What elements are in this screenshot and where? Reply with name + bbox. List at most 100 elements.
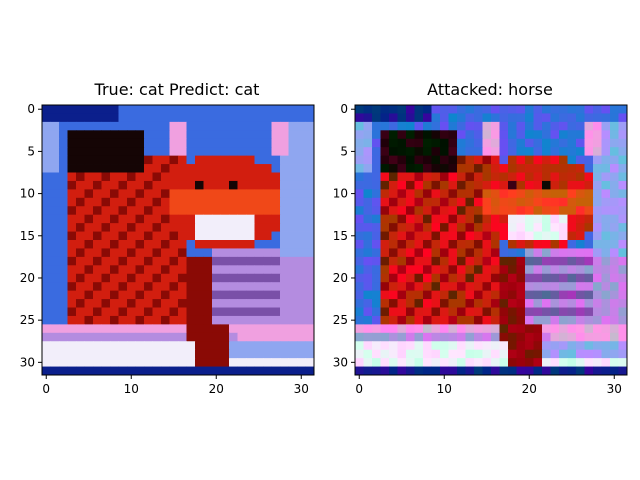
image-pixel: [508, 290, 517, 300]
image-pixel: [414, 324, 424, 334]
image-pixel: [229, 113, 238, 123]
image-pixel: [491, 349, 500, 359]
image-pixel: [550, 256, 560, 266]
image-pixel: [288, 197, 298, 207]
image-pixel: [355, 349, 364, 359]
image-pixel: [448, 164, 458, 173]
image-pixel: [93, 282, 102, 292]
image-pixel: [50, 324, 60, 334]
image-pixel: [533, 214, 543, 224]
image-pixel: [203, 315, 213, 325]
image-pixel: [152, 197, 162, 207]
image-pixel: [601, 273, 611, 283]
image-pixel: [161, 223, 170, 232]
image-pixel: [525, 206, 534, 216]
image-pixel: [567, 358, 577, 367]
image-pixel: [212, 113, 221, 123]
image-pixel: [220, 223, 230, 232]
image-pixel: [559, 358, 568, 367]
image-pixel: [135, 206, 145, 216]
image-pixel: [448, 315, 458, 325]
image-pixel: [499, 358, 509, 367]
image-pixel: [110, 366, 119, 376]
image-pixel: [423, 164, 432, 173]
image-pixel: [169, 332, 179, 342]
image-pixel: [584, 138, 594, 148]
image-pixel: [237, 172, 247, 182]
image-pixel: [584, 341, 594, 351]
image-pixel: [465, 248, 475, 258]
image-pixel: [246, 147, 255, 157]
image-pixel: [50, 223, 60, 232]
image-pixel: [195, 332, 204, 342]
image-pixel: [584, 214, 594, 224]
image-pixel: [118, 349, 128, 359]
image-pixel: [186, 113, 196, 123]
image-pixel: [67, 180, 77, 190]
image-pixel: [431, 332, 441, 342]
image-pixel: [203, 113, 213, 123]
image-pixel: [288, 248, 298, 258]
image-pixel: [144, 366, 153, 376]
image-pixel: [59, 113, 68, 123]
image-pixel: [84, 240, 94, 249]
image-pixel: [474, 138, 483, 148]
image-pixel: [550, 121, 560, 131]
image-pixel: [220, 315, 230, 325]
image-pixel: [110, 341, 119, 351]
image-pixel: [178, 223, 187, 232]
image-pixel: [542, 332, 551, 342]
image-pixel: [76, 189, 85, 199]
image-pixel: [525, 189, 534, 199]
image-pixel: [76, 155, 85, 165]
image-pixel: [169, 180, 179, 190]
image-pixel: [559, 113, 568, 123]
image-pixel: [559, 290, 568, 300]
image-pixel: [499, 130, 509, 140]
image-pixel: [178, 248, 187, 258]
image-pixel: [440, 130, 449, 140]
image-pixel: [263, 290, 272, 300]
image-pixel: [297, 256, 306, 266]
image-pixel: [499, 138, 509, 148]
image-pixel: [389, 256, 398, 266]
image-pixel: [406, 155, 415, 165]
image-pixel: [42, 273, 51, 283]
image-pixel: [280, 155, 289, 165]
image-pixel: [135, 265, 145, 275]
image-pixel: [186, 180, 196, 190]
image-pixel: [237, 256, 247, 266]
image-pixel: [161, 147, 170, 157]
image-pixel: [559, 299, 568, 308]
image-pixel: [271, 265, 281, 275]
image-pixel: [135, 214, 145, 224]
image-pixel: [550, 265, 560, 275]
image-pixel: [110, 147, 119, 157]
image-pixel: [246, 324, 255, 334]
image-pixel: [474, 231, 483, 241]
image-pixel: [144, 299, 153, 308]
image-pixel: [169, 349, 179, 359]
image-pixel: [212, 265, 221, 275]
image-pixel: [212, 189, 221, 199]
image-pixel: [601, 265, 611, 275]
image-pixel: [67, 349, 77, 359]
image-pixel: [397, 147, 407, 157]
image-pixel: [465, 214, 475, 224]
image-pixel: [271, 273, 281, 283]
image-pixel: [380, 180, 390, 190]
image-pixel: [42, 332, 51, 342]
image-pixel: [414, 214, 424, 224]
image-pixel: [576, 172, 585, 182]
image-pixel: [601, 366, 611, 376]
image-pixel: [474, 105, 483, 114]
image-pixel: [203, 138, 213, 148]
image-pixel: [465, 180, 475, 190]
image-pixel: [542, 265, 551, 275]
image-pixel: [161, 113, 170, 123]
image-pixel: [237, 130, 247, 140]
image-pixel: [59, 299, 68, 308]
image-pixel: [610, 366, 619, 376]
image-pixel: [42, 240, 51, 249]
